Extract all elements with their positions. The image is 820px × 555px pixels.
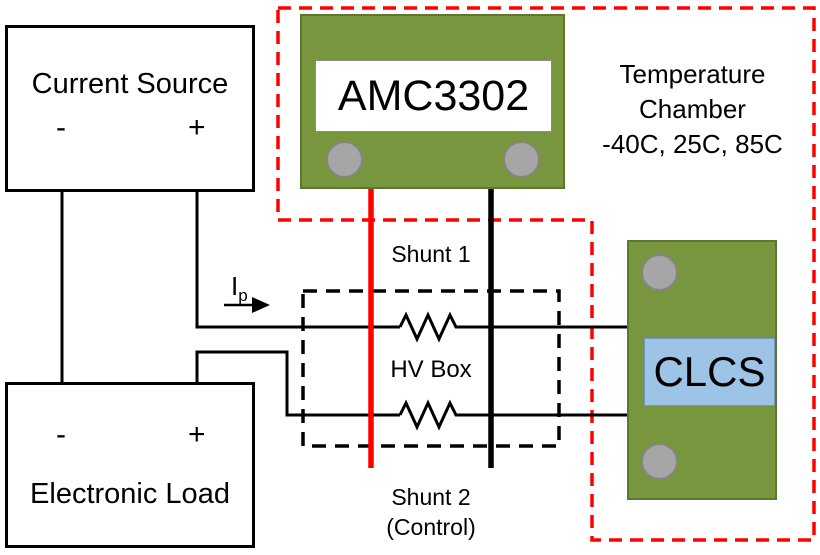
shunt2-label: Shunt 2 (Control) — [370, 482, 492, 542]
clcs-connector-bottom-icon — [641, 443, 678, 480]
chamber-caption-line2: Chamber — [639, 94, 746, 124]
chamber-caption-line1: Temperature — [619, 59, 766, 89]
shunt1-resistor-symbol — [398, 311, 460, 343]
clcs-connector-top-icon — [641, 254, 678, 291]
electronic-load-title: Electronic Load — [30, 478, 230, 510]
amc3302-connector-left-icon — [326, 141, 363, 178]
clcs-label-plate: CLCS — [644, 338, 775, 406]
current-ip-label: Ip — [231, 271, 271, 306]
temperature-chamber-caption: Temperature Chamber -40C, 25C, 85C — [575, 57, 810, 162]
amc3302-board: AMC3302 — [300, 14, 565, 189]
source-plus-wire — [195, 192, 400, 329]
electronic-load-box: - + Electronic Load — [5, 382, 255, 548]
current-arrow-head — [252, 297, 270, 313]
electronic-load-minus-terminal: - — [56, 418, 66, 451]
temperature-chamber-outline — [276, 6, 816, 542]
shunt2-label-line2: (Control) — [386, 514, 476, 540]
clcs-label: CLCS — [653, 348, 766, 395]
shunt2-resistor-symbol — [398, 399, 460, 431]
current-source-box: Current Source - + — [5, 25, 255, 192]
shunt2-label-line1: Shunt 2 — [391, 484, 471, 510]
current-source-title: Current Source — [31, 68, 229, 100]
shunt1-label: Shunt 1 — [391, 241, 471, 267]
amc3302-label-plate: AMC3302 — [315, 60, 552, 132]
electronic-load-plus-terminal: + — [188, 418, 206, 451]
chamber-caption-line3: -40C, 25C, 85C — [602, 129, 783, 159]
current-source-plus-terminal: + — [188, 111, 206, 144]
current-source-minus-terminal: - — [56, 111, 66, 144]
hv-box-outline — [301, 289, 561, 448]
amc3302-label: AMC3302 — [337, 71, 530, 120]
current-symbol: I — [231, 271, 239, 301]
load-plus-wire — [195, 350, 400, 417]
current-subscript: p — [238, 286, 248, 306]
clcs-board: CLCS — [627, 240, 777, 500]
amc3302-connector-right-icon — [503, 141, 540, 178]
hv-box-label: HV Box — [390, 356, 472, 383]
